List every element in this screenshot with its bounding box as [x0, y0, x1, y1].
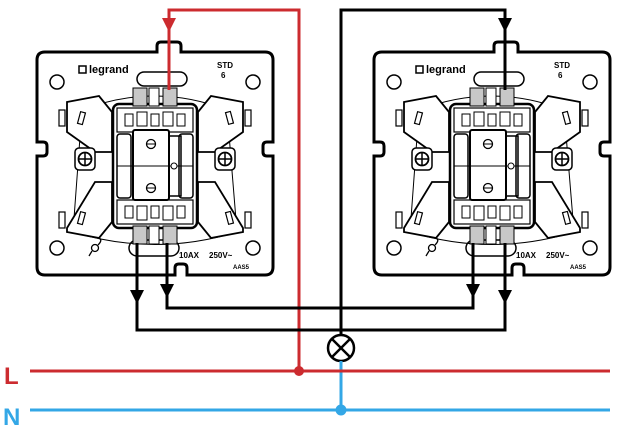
lamp-icon — [326, 333, 356, 363]
neutral-junction — [335, 404, 347, 416]
code-left: AAS5 — [233, 265, 250, 271]
right-switch-input-arrow — [498, 18, 512, 32]
std-number-right: 6 — [558, 71, 563, 80]
std-label-right: STD — [554, 61, 570, 70]
live-junction — [294, 366, 304, 376]
lamp-to-right-switch-wire — [339, 8, 507, 336]
live-feed-arrow — [162, 18, 176, 32]
voltage-right: 250V~ — [546, 251, 570, 260]
voltage-left: 250V~ — [209, 251, 233, 260]
std-label-left: STD — [217, 61, 233, 70]
traveler-arrow-2 — [160, 284, 174, 298]
traveler-arrow-1 — [130, 290, 144, 304]
live-feed-wire — [167, 8, 301, 370]
traveler-wire-outer — [135, 243, 507, 332]
traveler-arrow-3 — [466, 284, 480, 298]
rating-right: 10AX — [516, 251, 537, 260]
rating-left: 10AX — [179, 251, 200, 260]
std-number-left: 6 — [221, 71, 226, 80]
neutral-label: N — [3, 404, 20, 430]
brand-logo-left: legrand — [89, 64, 129, 76]
code-right: AAS5 — [570, 265, 587, 271]
traveler-wire-inner — [165, 243, 475, 310]
traveler-arrow-4 — [498, 290, 512, 304]
live-label: L — [4, 363, 19, 390]
brand-logo-right: legrand — [426, 64, 466, 76]
switch-right: legrand STD 6 10AX 250V~ AAS5 — [372, 40, 612, 277]
switch-left: legrand STD 6 10AX 250V~ AAS5 — [35, 40, 275, 277]
